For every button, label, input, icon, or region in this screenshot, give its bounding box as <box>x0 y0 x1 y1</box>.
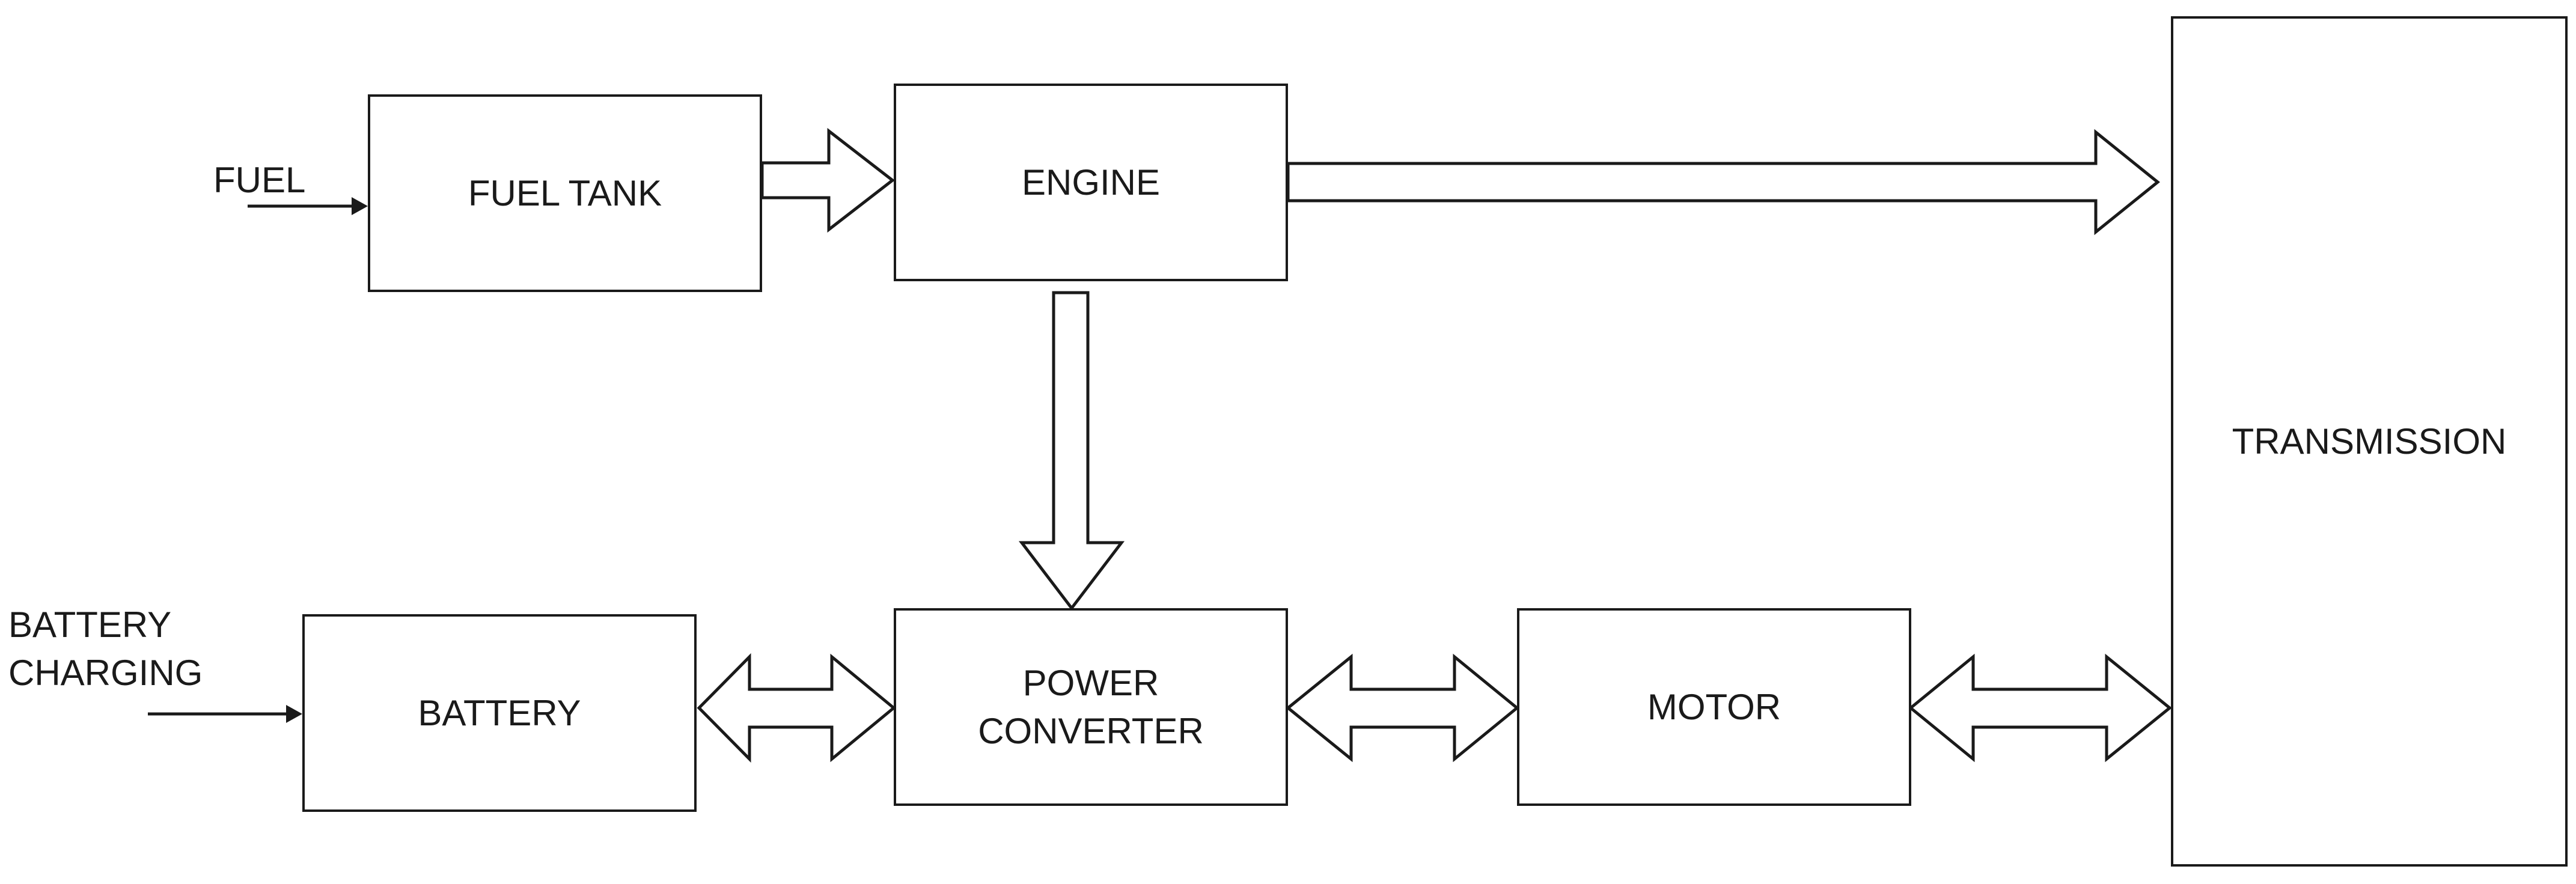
battery-power-converter-double-arrow <box>697 653 896 763</box>
engine-to-transmission-arrow <box>1286 129 2160 236</box>
fuel-tank-label: FUEL TANK <box>468 172 662 213</box>
motor-transmission-double-arrow <box>1908 653 2172 763</box>
battery-label: BATTERY <box>418 692 581 733</box>
power-converter-block: POWER CONVERTER <box>894 608 1288 806</box>
fuel-input-arrow <box>248 197 368 215</box>
engine-block: ENGINE <box>894 84 1288 281</box>
fuel-input-label: FUEL <box>213 160 306 200</box>
power-converter-label: POWER CONVERTER <box>978 662 1204 751</box>
engine-to-power-converter-arrow <box>1018 291 1125 611</box>
fuel-tank-to-engine-arrow <box>760 127 896 233</box>
battery-block: BATTERY <box>302 614 697 812</box>
power-converter-motor-double-arrow <box>1286 653 1519 763</box>
fuel-tank-block: FUEL TANK <box>368 94 762 292</box>
battery-charging-input-arrow <box>148 705 302 723</box>
motor-block: MOTOR <box>1517 608 1911 806</box>
battery-charging-input-label: BATTERY CHARGING <box>8 605 203 693</box>
engine-label: ENGINE <box>1021 162 1161 203</box>
motor-label: MOTOR <box>1647 686 1781 727</box>
transmission-block: TRANSMISSION <box>2171 16 2568 867</box>
transmission-label: TRANSMISSION <box>2232 421 2507 462</box>
